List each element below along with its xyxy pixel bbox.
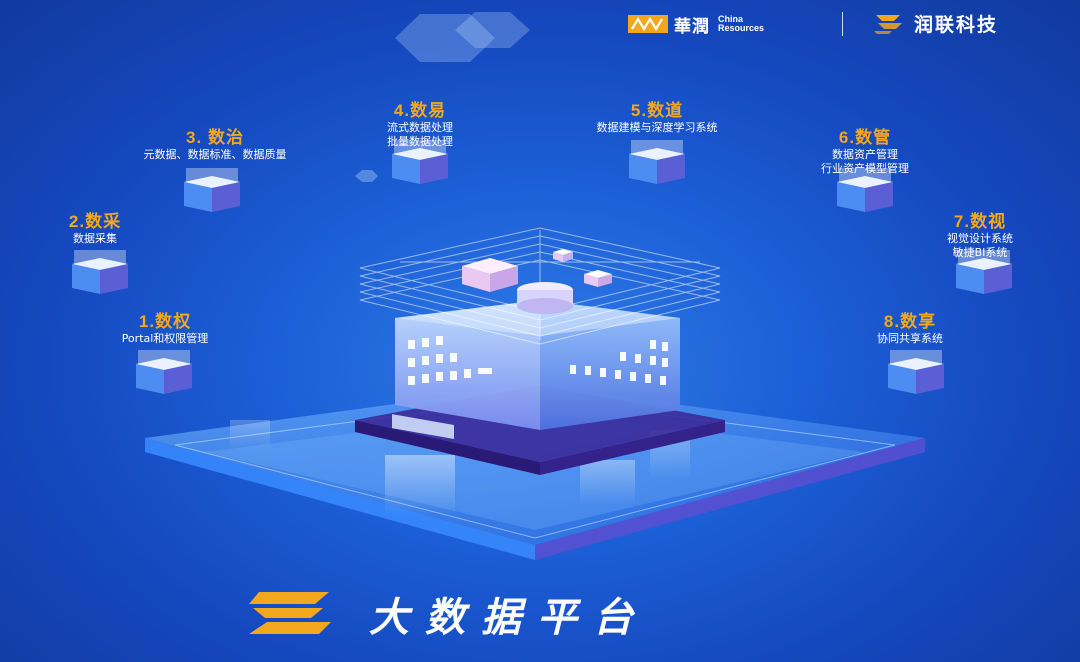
module-desc: 数据资产管理: [832, 148, 898, 161]
logo-divider: [842, 12, 843, 36]
module-2: 2.数采 数据采集: [69, 212, 121, 246]
china-resources-logo: 華潤 China Resources: [628, 12, 764, 37]
runlian-logo: 润联科技: [872, 10, 998, 36]
module-title: 6.数管: [838, 128, 892, 147]
module-desc: 流式数据处理: [387, 121, 453, 134]
platform-title-block: 大数据平台: [245, 588, 649, 640]
china-resources-en-line1: China: [718, 14, 744, 24]
module-1: 1.数权 Portal和权限管理: [122, 312, 209, 346]
module-desc: 批量数据处理: [387, 135, 453, 148]
building-right-face: [540, 300, 680, 430]
platform-title: 大数据平台: [369, 596, 649, 640]
module-2-cube-icon: [72, 250, 128, 294]
module-desc: 视觉设计系统: [947, 232, 1013, 245]
module-7-cube-icon: [956, 250, 1012, 294]
module-4: 4.数易 流式数据处理 批量数据处理: [387, 101, 453, 149]
module-4-cube-icon: [392, 140, 448, 184]
module-7: 7.数视 视觉设计系统 敏捷BI系统: [947, 212, 1013, 260]
module-3-cube-icon: [184, 168, 240, 212]
module-5-cube-icon: [629, 140, 685, 184]
module-3: 3. 数治 元数据、数据标准、数据质量: [144, 128, 287, 162]
module-title: 5.数道: [630, 101, 684, 120]
module-desc: 元数据、数据标准、数据质量: [143, 148, 287, 161]
module-desc: 数据建模与深度学习系统: [596, 121, 718, 134]
module-title: 7.数视: [953, 212, 1007, 231]
china-resources-chinese-name: 華潤: [674, 16, 710, 37]
runlian-name: 润联科技: [914, 14, 999, 36]
module-desc: 行业资产模型管理: [821, 162, 909, 175]
building-left-face: [395, 300, 540, 430]
module-6: 6.数管 数据资产管理 行业资产模型管理: [821, 128, 909, 176]
module-6-cube-icon: [837, 168, 893, 212]
module-8-cube-icon: [888, 350, 944, 394]
module-desc: 协同共享系统: [877, 332, 943, 345]
runlian-large-logo-icon: [249, 592, 331, 634]
runlian-mark-icon: [874, 15, 902, 34]
china-resources-english-name: China Resources: [718, 15, 764, 33]
hexagon-decoration: [355, 170, 378, 182]
hexagon-decoration: [395, 14, 495, 62]
module-1-cube-icon: [136, 350, 192, 394]
module-desc: 数据采集: [73, 232, 117, 245]
china-resources-en-line2: Resources: [718, 23, 765, 33]
hexagon-decoration: [455, 12, 530, 48]
module-5: 5.数道 数据建模与深度学习系统: [597, 101, 718, 135]
module-title: 4.数易: [393, 101, 447, 120]
module-title: 3. 数治: [186, 128, 244, 147]
module-desc: 敏捷BI系统: [952, 246, 1008, 259]
module-title: 8.数享: [883, 312, 937, 331]
module-desc: Portal和权限管理: [121, 332, 209, 345]
module-title: 1.数权: [138, 312, 192, 331]
module-8: 8.数享 协同共享系统: [877, 312, 943, 346]
china-resources-mark-icon: [628, 15, 668, 33]
module-title: 2.数采: [68, 212, 122, 231]
data-cubes: [462, 249, 612, 314]
